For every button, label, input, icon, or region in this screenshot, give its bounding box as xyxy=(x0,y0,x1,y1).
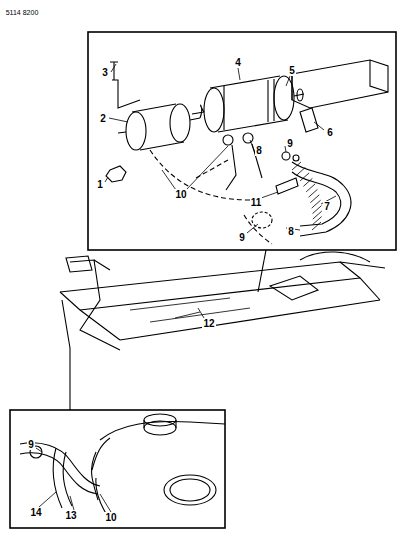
fuel-tank xyxy=(92,414,225,520)
callout-number: 12 xyxy=(202,318,215,329)
callout-number: 3 xyxy=(101,67,109,78)
fuel-hose xyxy=(292,162,351,236)
hose xyxy=(276,178,298,194)
leader-line xyxy=(105,64,336,233)
inset-frame xyxy=(88,32,396,250)
hose-rib xyxy=(292,162,301,170)
hose xyxy=(200,105,204,118)
hose-rib xyxy=(292,162,322,230)
callout-number: 13 xyxy=(64,510,77,521)
hose-rib xyxy=(310,195,319,203)
callout-number: 8 xyxy=(287,226,295,237)
tank-hoses xyxy=(20,443,100,508)
support-bracket xyxy=(292,60,388,132)
vehicle-underbody xyxy=(60,252,385,350)
callout-number: 9 xyxy=(286,138,294,149)
callout-number: 4 xyxy=(234,57,242,68)
callout-number: 9 xyxy=(238,232,246,243)
callout-number: 7 xyxy=(323,201,331,212)
hose-rib xyxy=(312,222,321,230)
callout-number: 1 xyxy=(96,179,104,190)
hose-rib xyxy=(300,173,309,181)
callout-number: 11 xyxy=(250,197,263,208)
callout-number: 6 xyxy=(326,127,334,138)
hose-rib xyxy=(306,184,315,192)
fuel-filter xyxy=(118,104,200,150)
inset-frame xyxy=(10,410,225,528)
hose-rib xyxy=(296,167,305,175)
callout-number: 10 xyxy=(104,512,117,523)
callout-number: 8 xyxy=(255,145,263,156)
hose-rib xyxy=(312,200,321,208)
callout-number: 9 xyxy=(27,439,35,450)
fuel-pump xyxy=(192,76,304,132)
leader-line xyxy=(36,448,111,512)
callout-number: 10 xyxy=(174,189,187,200)
callout-number: 14 xyxy=(29,507,42,518)
callout-number: 2 xyxy=(99,113,107,124)
link-line xyxy=(62,300,70,410)
bracket xyxy=(110,62,140,108)
hose-rib xyxy=(313,217,322,225)
nut xyxy=(106,166,126,182)
clamp xyxy=(223,133,299,161)
fuel-line xyxy=(226,144,262,190)
hose-rib xyxy=(303,178,312,186)
fuel-line xyxy=(252,212,272,228)
figure-code: 5114 8200 xyxy=(5,9,40,17)
callout-number: 5 xyxy=(288,65,296,76)
hose-rib xyxy=(309,189,318,197)
